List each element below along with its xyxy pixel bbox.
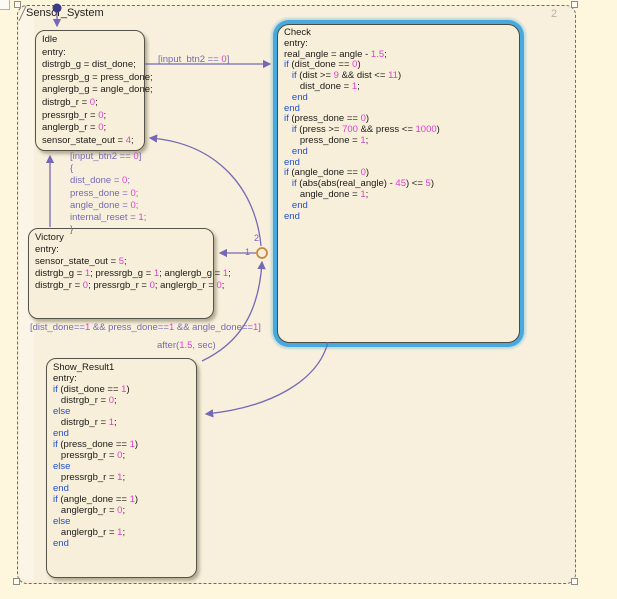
state-check-code: entry: real_angle = angle - 1.5; if (dis… [284, 37, 440, 222]
state-show-result1[interactable]: Show_Result1 entry: if (dist_done == 1) … [46, 358, 197, 578]
resize-handle-bottom-left[interactable] [13, 578, 20, 585]
transition-label-after-timer[interactable]: after(1.5, sec) [157, 340, 216, 351]
state-idle-code: entry: distrgb_g = dist_done; pressrgb_g… [42, 46, 153, 146]
state-show-result1-title: Show_Result1 [53, 362, 115, 373]
resize-handle-bottom-right[interactable] [571, 578, 578, 585]
canvas-corner-notch [0, 0, 10, 10]
transition-label-idle-to-check[interactable]: [input_btn2 == 0] [158, 54, 230, 65]
transition-label-all-done-condition[interactable]: [dist_done==1 && press_done==1 && angle_… [30, 322, 261, 333]
transition-check-to-show-result1[interactable] [204, 341, 329, 418]
chart-inner-highlight [19, 7, 34, 580]
transition-junction-to-idle[interactable] [148, 134, 262, 247]
junction-priority-1-label: 1 [245, 247, 251, 257]
state-check-title: Check [284, 27, 311, 38]
state-check[interactable]: Check entry: real_angle = angle - 1.5; i… [277, 24, 520, 343]
chart-order-badge: 2 [551, 8, 558, 20]
resize-handle-top-right[interactable] [571, 1, 578, 8]
transition-label-victory-to-idle[interactable]: [input_btn2 == 0] { dist_done = 0; press… [70, 151, 147, 236]
chart-name-label[interactable]: Sensor_System [26, 7, 104, 19]
state-victory-title: Victory [35, 232, 64, 243]
transition-show-result1-to-junction[interactable] [201, 260, 266, 362]
resize-handle-top-left[interactable] [14, 1, 21, 8]
state-idle-title: Idle [42, 34, 58, 45]
state-idle[interactable]: Idle entry: distrgb_g = dist_done; press… [35, 30, 153, 151]
state-victory-code: entry: sensor_state_out = 5; distrgb_g =… [35, 244, 231, 291]
state-victory[interactable]: Victory entry: sensor_state_out = 5; dis… [28, 228, 231, 319]
state-show-result1-code: entry: if (dist_done == 1) distrgb_r = 0… [53, 373, 139, 549]
junction-priority-2-label: 2 [254, 233, 260, 243]
